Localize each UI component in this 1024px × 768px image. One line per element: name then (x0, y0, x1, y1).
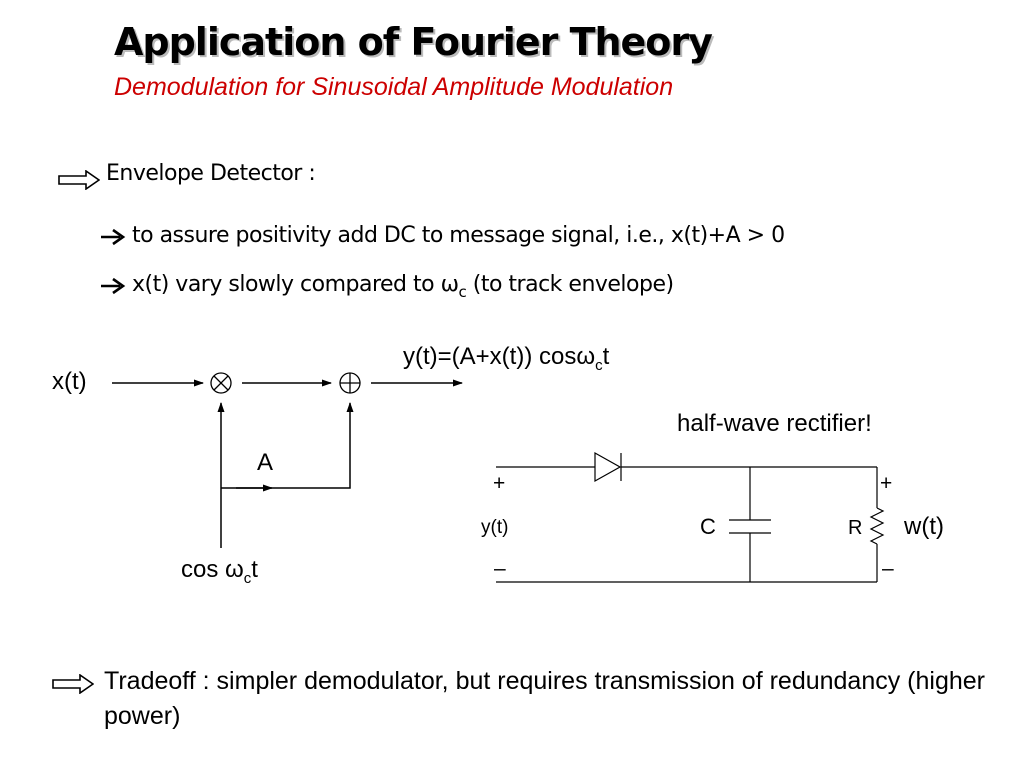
carrier-suffix: t (251, 556, 258, 583)
hollow-right-arrow-icon (58, 170, 100, 190)
multiplier-symbol (210, 372, 232, 394)
output-subscript: c (595, 357, 603, 374)
dc-offset-label: A (257, 449, 274, 476)
circuit-input-label: y(t) (481, 517, 509, 538)
output-prefix: y(t)=(A+x(t)) cosω (403, 343, 596, 370)
input-signal-label: x(t) (52, 368, 87, 395)
capacitor-label: C (700, 514, 716, 539)
input-minus-terminal: – (494, 557, 506, 580)
rectifier-circuit (496, 466, 885, 583)
page-title: Application of Fourier Theory (114, 20, 713, 64)
solid-right-arrow-icon (101, 277, 126, 295)
carrier-subscript: c (243, 570, 252, 587)
slow-variation-point: x(t) vary slowly compared to ωc (to trac… (132, 272, 674, 301)
block-diagram-wires (112, 379, 463, 548)
adder-symbol (339, 372, 361, 394)
circuit-output-label: w(t) (904, 513, 944, 540)
carrier-prefix: cos ω (181, 556, 244, 583)
input-plus-terminal: + (493, 472, 506, 495)
diode-icon (594, 451, 622, 483)
tradeoff-text: Tradeoff : simpler demodulator, but requ… (104, 667, 986, 730)
page-subtitle: Demodulation for Sinusoidal Amplitude Mo… (114, 73, 674, 101)
output-plus-terminal: + (880, 472, 893, 495)
resistor-label: R (848, 517, 863, 539)
slow-variation-prefix: x(t) vary slowly compared to ω (132, 272, 459, 297)
output-suffix: t (602, 343, 610, 370)
slow-variation-subscript: c (458, 283, 467, 301)
positivity-point: to assure positivity add DC to message s… (132, 223, 785, 248)
carrier-label: cos ωct (181, 556, 258, 587)
envelope-detector-heading: Envelope Detector : (106, 161, 316, 186)
rectifier-caption: half-wave rectifier! (677, 410, 872, 437)
hollow-right-arrow-icon (52, 674, 94, 694)
solid-right-arrow-icon (101, 228, 126, 246)
output-minus-terminal: – (882, 557, 894, 580)
slow-variation-suffix: (to track envelope) (466, 272, 674, 297)
modulated-output-label: y(t)=(A+x(t)) cosωct (403, 343, 610, 374)
